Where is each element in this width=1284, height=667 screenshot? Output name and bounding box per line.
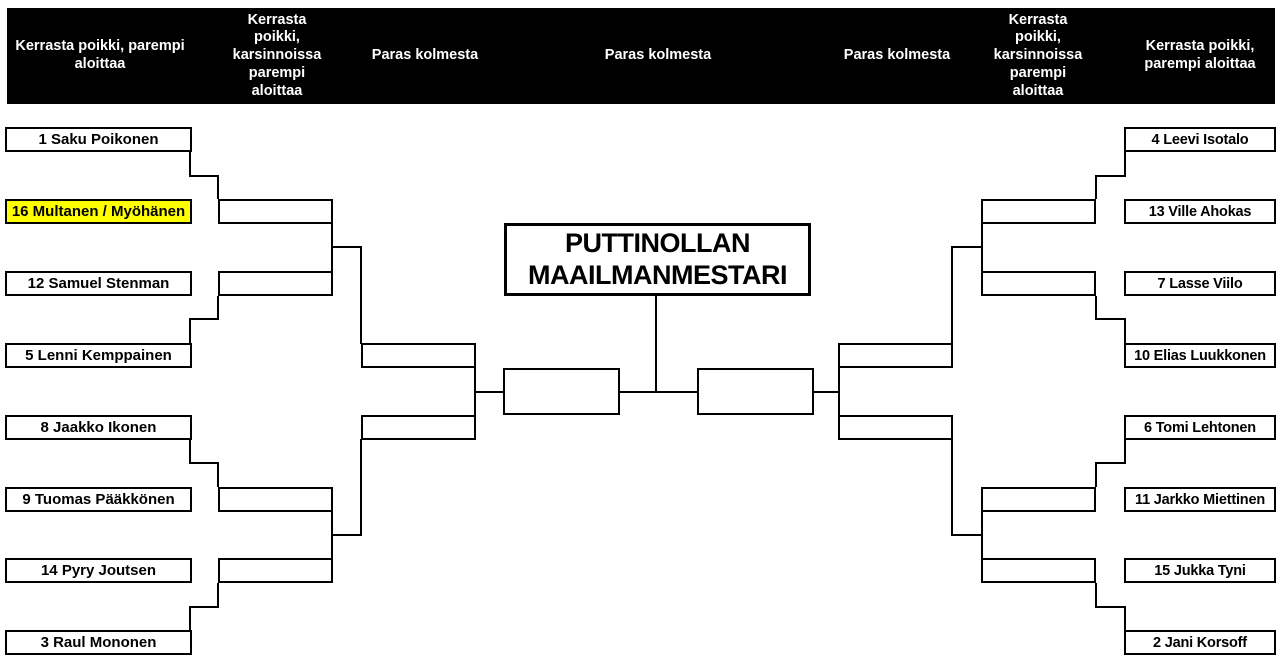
header-col-5-label: Paras kolmesta: [843, 47, 951, 64]
header-col-3-label: Paras kolmesta: [371, 47, 479, 64]
r2-winner-slot-left-2[interactable]: [218, 271, 333, 296]
player-slot-left-2-highlighted[interactable]: 16 Multanen / Myöhänen: [5, 199, 192, 224]
r2-winner-slot-left-1[interactable]: [218, 199, 333, 224]
player-slot-right-3[interactable]: 7 Lasse Viilo: [1124, 271, 1276, 296]
sf-winner-slot-left-bottom[interactable]: [361, 415, 476, 440]
player-slot-right-7[interactable]: 15 Jukka Tyni: [1124, 558, 1276, 583]
player-slot-left-4[interactable]: 5 Lenni Kemppainen: [5, 343, 192, 368]
player-slot-left-8[interactable]: 3 Raul Mononen: [5, 630, 192, 655]
player-slot-right-1[interactable]: 4 Leevi Isotalo: [1124, 127, 1276, 152]
player-slot-right-6[interactable]: 11 Jarkko Miettinen: [1124, 487, 1276, 512]
header-col-3: Paras kolmesta: [355, 8, 495, 104]
final-slot-right[interactable]: [697, 368, 814, 415]
player-slot-left-1[interactable]: 1 Saku Poikonen: [5, 127, 192, 152]
header-col-1-label: Kerrasta poikki, parempi aloittaa: [15, 38, 185, 72]
header-col-2-label: Kerrasta poikki, karsinnoissa parempi al…: [232, 11, 322, 99]
header-col-6: Kerrasta poikki, karsinnoissa parempi al…: [983, 8, 1093, 104]
title-box: PUTTINOLLAN MAAILMANMESTARI: [504, 223, 811, 296]
header-col-5: Paras kolmesta: [827, 8, 967, 104]
header-col-1: Kerrasta poikki, parempi aloittaa: [10, 8, 190, 104]
final-slot-left[interactable]: [503, 368, 620, 415]
player-slot-left-6[interactable]: 9 Tuomas Pääkkönen: [5, 487, 192, 512]
tournament-title: PUTTINOLLAN MAAILMANMESTARI: [528, 228, 787, 290]
header-col-2: Kerrasta poikki, karsinnoissa parempi al…: [222, 8, 332, 104]
header-col-7-label: Kerrasta poikki, parempi aloittaa: [1144, 38, 1256, 72]
header-col-6-label: Kerrasta poikki, karsinnoissa parempi al…: [993, 11, 1083, 99]
sf-winner-slot-right-bottom[interactable]: [838, 415, 953, 440]
header-col-4: Paras kolmesta: [558, 8, 758, 104]
sf-winner-slot-right-top[interactable]: [838, 343, 953, 368]
player-slot-right-5[interactable]: 6 Tomi Lehtonen: [1124, 415, 1276, 440]
r2-winner-slot-left-4[interactable]: [218, 558, 333, 583]
r2-winner-slot-right-3[interactable]: [981, 487, 1096, 512]
header-col-4-label: Paras kolmesta: [604, 47, 712, 64]
player-slot-left-7[interactable]: 14 Pyry Joutsen: [5, 558, 192, 583]
player-slot-right-2[interactable]: 13 Ville Ahokas: [1124, 199, 1276, 224]
header-col-7: Kerrasta poikki, parempi aloittaa: [1120, 8, 1280, 104]
sf-winner-slot-left-top[interactable]: [361, 343, 476, 368]
player-slot-left-5[interactable]: 8 Jaakko Ikonen: [5, 415, 192, 440]
r2-winner-slot-left-3[interactable]: [218, 487, 333, 512]
r2-winner-slot-right-1[interactable]: [981, 199, 1096, 224]
player-slot-right-8[interactable]: 2 Jani Korsoff: [1124, 630, 1276, 655]
player-slot-right-4[interactable]: 10 Elias Luukkonen: [1124, 343, 1276, 368]
r2-winner-slot-right-4[interactable]: [981, 558, 1096, 583]
player-slot-left-3[interactable]: 12 Samuel Stenman: [5, 271, 192, 296]
header-bar: [7, 8, 1275, 104]
r2-winner-slot-right-2[interactable]: [981, 271, 1096, 296]
